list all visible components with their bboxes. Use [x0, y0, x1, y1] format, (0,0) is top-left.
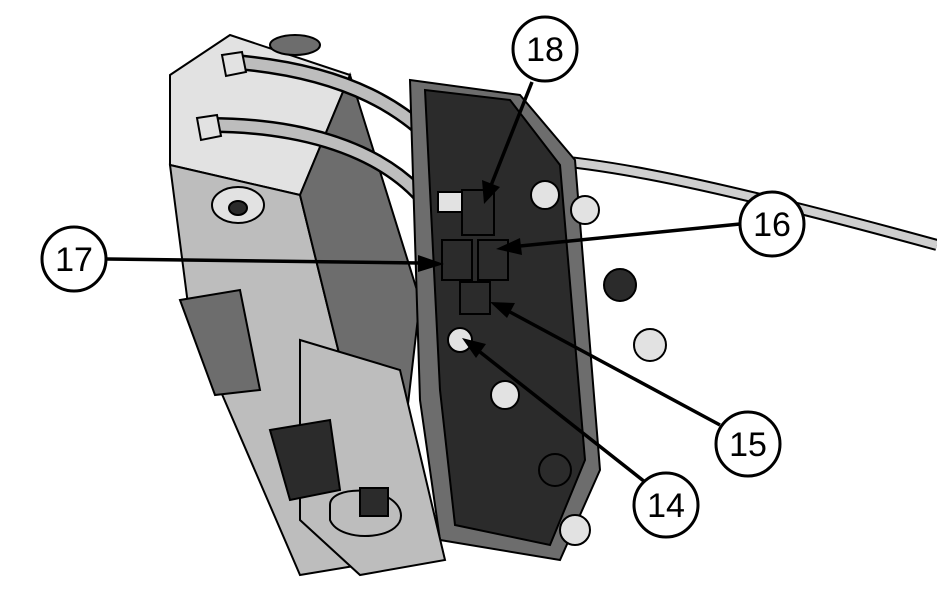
callout-17: 17 [40, 225, 108, 293]
leader-16 [519, 222, 741, 248]
arrow-18 [482, 180, 500, 204]
lower-bracket [178, 288, 402, 537]
arrow-15 [490, 302, 515, 318]
arrow-16 [496, 238, 522, 255]
callout-label-16: 16 [753, 206, 791, 244]
callout-label-14: 14 [647, 487, 685, 525]
leader-15 [509, 310, 721, 427]
arrow-14 [462, 338, 486, 358]
callout-label-17: 17 [55, 241, 93, 279]
leader-17 [106, 257, 421, 265]
callout-14: 14 [632, 471, 700, 539]
leader-lines [106, 81, 741, 484]
bolts [447, 180, 667, 546]
callout-label-18: 18 [526, 31, 564, 69]
callout-15: 15 [714, 410, 782, 478]
leader-14 [478, 350, 647, 484]
callout-16: 16 [738, 190, 806, 258]
leader-18 [488, 81, 534, 189]
callout-label-15: 15 [729, 426, 767, 464]
callout-18: 18 [511, 15, 579, 83]
arrow-17 [418, 255, 444, 272]
